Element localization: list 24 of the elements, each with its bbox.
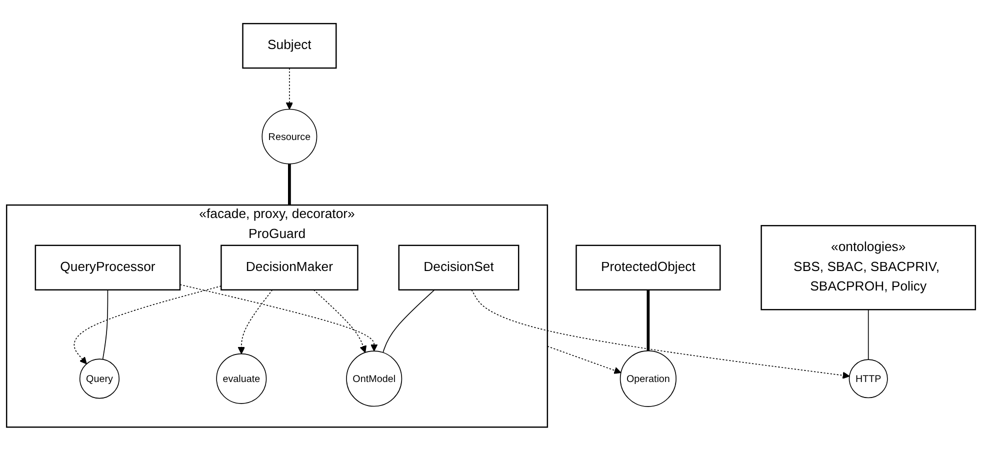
- arrow: [180, 284, 378, 352]
- node-circle: OntModel: [346, 350, 402, 406]
- node-box: DecisionSet: [398, 244, 520, 290]
- arrow: [74, 285, 222, 364]
- arrow: [547, 346, 622, 374]
- arrow: [313, 289, 367, 352]
- node-circle: Operation: [620, 350, 676, 407]
- arrow: [471, 289, 850, 379]
- connector: [102, 289, 108, 360]
- node-circle: Query: [79, 358, 120, 398]
- connector: [288, 164, 291, 205]
- arrow: [238, 289, 273, 354]
- node-box: QueryProcessor: [34, 244, 181, 290]
- arrow: [286, 67, 294, 110]
- connector: [868, 308, 869, 360]
- node-box: Subject: [242, 22, 337, 68]
- connector: [646, 290, 650, 350]
- node-box: ProtectedObject: [576, 244, 721, 290]
- node-circle: HTTP: [848, 358, 888, 398]
- node-box: DecisionMaker: [220, 244, 358, 290]
- node-box: «ontologies» SBS, SBAC, SBACPRIV, SBACPROH, Policy: [760, 224, 976, 310]
- node-circle: evaluate: [216, 353, 267, 404]
- connector: [382, 289, 435, 353]
- node-circle: Resource: [262, 108, 318, 164]
